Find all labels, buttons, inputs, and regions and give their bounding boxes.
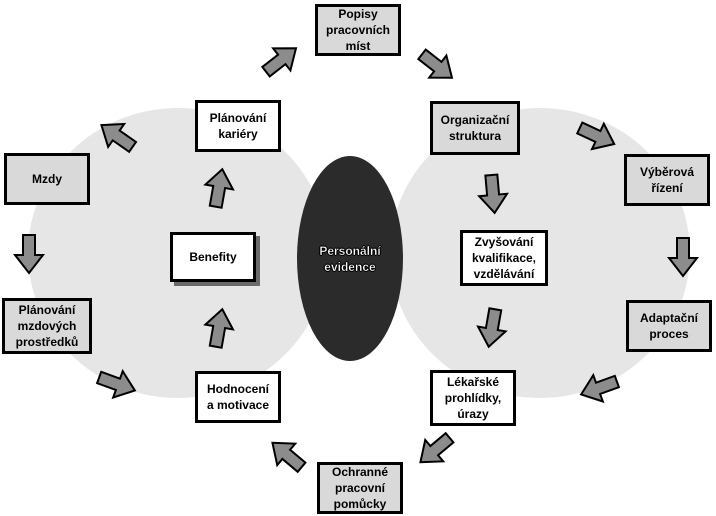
center-label: Personální evidence xyxy=(319,243,381,274)
node-lekarske-prohlidky: Lékařské prohlídky, úrazy xyxy=(430,370,516,426)
node-organizacni-struktura: Organizační struktura xyxy=(430,101,520,155)
arrow-icon xyxy=(202,307,236,349)
node-mzdy: Mzdy xyxy=(4,153,90,205)
arrow-icon xyxy=(263,432,310,478)
arrow-icon xyxy=(202,167,236,209)
node-zvysovani-kvalifikace: Zvyšování kvalifikace, vzdělávání xyxy=(460,230,548,286)
arrow-icon xyxy=(475,307,509,349)
node-benefity: Benefity xyxy=(170,232,256,282)
arrow-icon xyxy=(666,237,700,278)
node-planovani-mzdovych-prostredku: Plánování mzdových prostředků xyxy=(2,298,92,354)
arrow-icon xyxy=(576,368,621,407)
arrow-icon xyxy=(94,364,139,403)
arrow-icon xyxy=(93,114,140,159)
arrow-icon xyxy=(413,43,460,88)
arrow-icon xyxy=(477,173,509,215)
node-adaptacni-proces: Adaptační proces xyxy=(626,300,712,352)
node-ochranne-pomucky: Ochranné pracovní pomůcky xyxy=(317,462,403,514)
arrow-icon xyxy=(12,234,46,275)
arrow-icon xyxy=(574,115,620,156)
node-planovani-kariery: Plánování kariéry xyxy=(195,100,281,152)
node-popisy-pracovnich-mist: Popisy pracovních míst xyxy=(315,4,401,56)
node-vyberova-rizeni: Výběrová řízení xyxy=(624,154,710,206)
arrow-icon xyxy=(411,427,458,473)
node-hodnoceni-a-motivace: Hodnocení a motivace xyxy=(195,371,281,423)
center-oval: Personální evidence xyxy=(297,156,403,361)
arrow-icon xyxy=(257,37,304,82)
